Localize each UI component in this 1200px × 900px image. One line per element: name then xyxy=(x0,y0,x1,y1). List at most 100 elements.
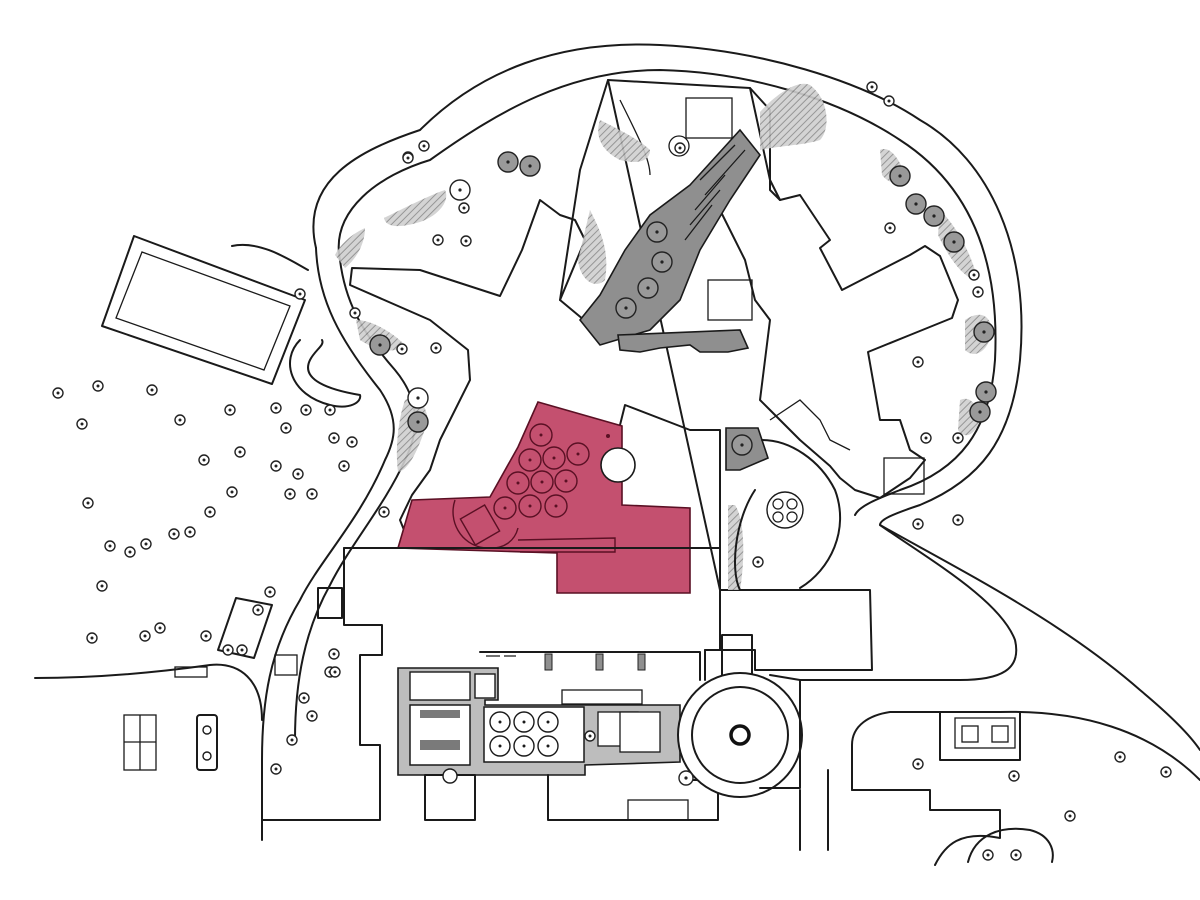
large-tree-icon xyxy=(731,434,753,456)
tree-icon xyxy=(328,432,340,444)
south-block xyxy=(261,547,721,821)
tree-icon xyxy=(982,849,994,861)
tree-icon xyxy=(200,630,212,642)
large-tree-icon xyxy=(651,251,673,273)
tree-icon xyxy=(1064,810,1076,822)
large-tree-icon xyxy=(407,411,429,433)
tree-icon xyxy=(349,307,361,319)
tree-icon xyxy=(460,235,472,247)
tree-icon xyxy=(396,343,408,355)
tree-icon xyxy=(139,630,151,642)
tree-icon xyxy=(952,514,964,526)
tree-icon xyxy=(154,622,166,634)
tree-icon xyxy=(140,538,152,550)
lower-left-structures xyxy=(34,597,298,771)
large-tree-icon xyxy=(923,205,945,227)
tree-icon xyxy=(306,488,318,500)
large-tree-icon xyxy=(973,321,995,343)
large-tree-icon xyxy=(975,381,997,403)
large-tree-icon xyxy=(943,231,965,253)
tree-icon xyxy=(204,506,216,518)
tree-icon xyxy=(124,546,136,558)
large-tree-icon xyxy=(615,297,637,319)
tree-icon xyxy=(270,402,282,414)
tree-icon xyxy=(270,460,282,472)
tree-icon xyxy=(430,342,442,354)
tree-icon xyxy=(86,632,98,644)
tree-icon xyxy=(76,418,88,430)
tree-icon xyxy=(82,497,94,509)
tree-icon xyxy=(952,432,964,444)
tree-icon xyxy=(1160,766,1172,778)
tree-icon xyxy=(264,586,276,598)
tree-icon xyxy=(1010,849,1022,861)
tree-icon xyxy=(884,222,896,234)
tree-icon xyxy=(1008,770,1020,782)
large-tree-icon xyxy=(905,193,927,215)
tree-icon xyxy=(306,710,318,722)
tree-icon xyxy=(920,432,932,444)
tree-icon xyxy=(300,404,312,416)
tree-icon xyxy=(324,404,336,416)
lower-right-structures xyxy=(799,711,1054,866)
tree-icon xyxy=(912,758,924,770)
tree-markers xyxy=(52,81,1172,861)
large-tree-icon xyxy=(449,179,471,201)
tree-icon xyxy=(346,436,358,448)
tree-icon xyxy=(972,286,984,298)
tree-icon xyxy=(418,140,430,152)
large-tree-icon xyxy=(678,770,694,786)
tree-icon xyxy=(168,528,180,540)
tree-icon xyxy=(912,518,924,530)
pool-court xyxy=(101,235,362,408)
tree-icon xyxy=(234,446,246,458)
large-tree-icon xyxy=(407,387,429,409)
tree-icon xyxy=(1114,751,1126,763)
tree-icon xyxy=(226,486,238,498)
tree-icon xyxy=(252,604,264,616)
highlighted-area xyxy=(396,401,691,594)
large-tree-icon xyxy=(889,165,911,187)
tree-icon xyxy=(294,288,306,300)
tree-icon xyxy=(402,152,414,164)
tree-icon xyxy=(184,526,196,538)
tree-icon xyxy=(280,422,292,434)
tree-icon xyxy=(866,81,878,93)
spa-module xyxy=(397,667,719,821)
tree-icon xyxy=(752,556,764,568)
large-tree-icon xyxy=(519,155,541,177)
tree-icon xyxy=(674,142,686,154)
tree-icon xyxy=(378,506,390,518)
tree-icon xyxy=(198,454,210,466)
large-tree-icon xyxy=(969,401,991,423)
tree-icon xyxy=(286,734,298,746)
tree-icon xyxy=(284,488,296,500)
tree-icon xyxy=(329,666,341,678)
tree-icon xyxy=(236,644,248,656)
tree-icon xyxy=(174,414,186,426)
tree-icon xyxy=(292,468,304,480)
tree-icon xyxy=(968,269,980,281)
tree-icon xyxy=(146,384,158,396)
large-tree-icon xyxy=(646,221,668,243)
tree-icon xyxy=(92,380,104,392)
tree-icon xyxy=(328,648,340,660)
tree-icon xyxy=(224,404,236,416)
tree-icon xyxy=(298,692,310,704)
large-tree-markers xyxy=(369,151,997,786)
rotunda xyxy=(677,634,803,798)
tree-icon xyxy=(96,580,108,592)
tree-icon xyxy=(912,356,924,368)
tree-icon xyxy=(52,387,64,399)
large-tree-icon xyxy=(637,277,659,299)
tree-icon xyxy=(584,730,596,742)
tree-icon xyxy=(883,95,895,107)
tree-icon xyxy=(338,460,350,472)
tree-icon xyxy=(270,763,282,775)
tree-icon xyxy=(432,234,444,246)
entrance-drive xyxy=(734,399,925,591)
large-tree-icon xyxy=(497,151,519,173)
large-tree-icon xyxy=(369,334,391,356)
tree-icon xyxy=(222,644,234,656)
